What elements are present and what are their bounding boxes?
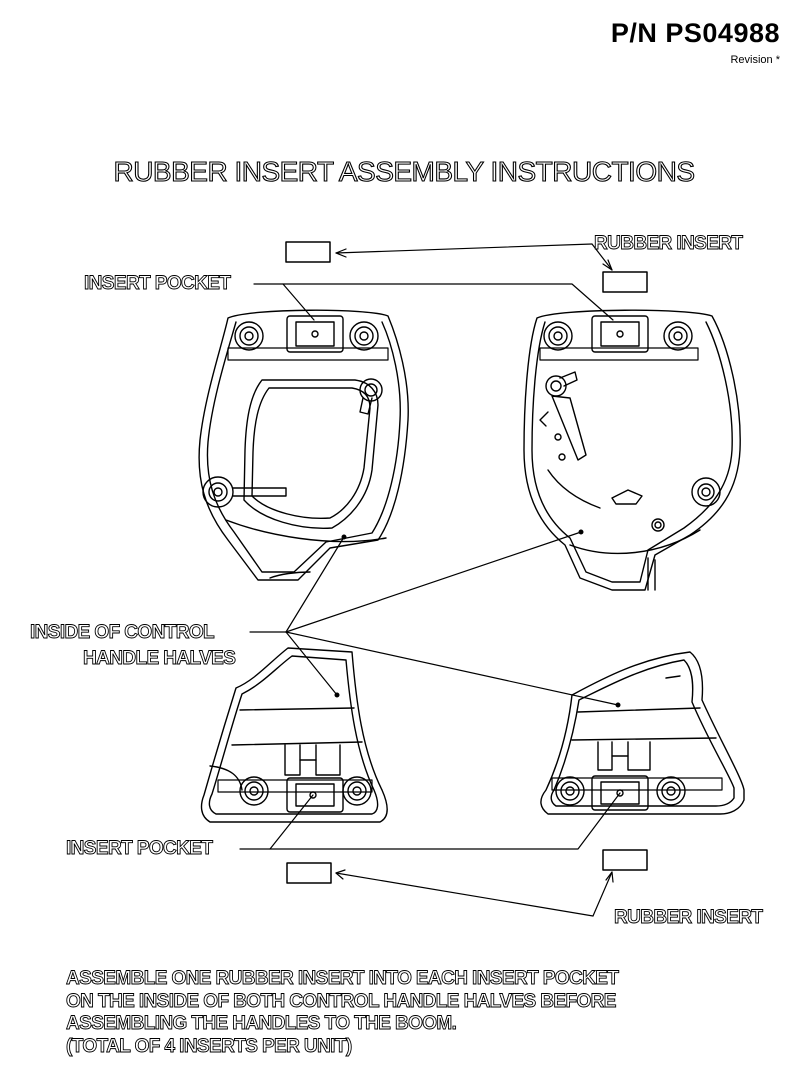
handle-half-top-left <box>198 309 409 581</box>
rubber-insert-label-top: RUBBER INSERT <box>594 233 744 255</box>
instruction-line: (TOTAL OF 4 INSERTS PER UNIT) <box>66 1035 353 1057</box>
leader-lines <box>239 243 621 917</box>
inside-handle-label-line2: HANDLE HALVES <box>83 648 237 670</box>
rubber-insert-bottom-left <box>286 862 332 884</box>
rubber-insert-bottom-right <box>602 849 648 871</box>
assembly-instructions: ASSEMBLE ONE RUBBER INSERT INTO EACH INS… <box>66 968 766 1058</box>
rubber-insert-label-bottom: RUBBER INSERT <box>614 907 764 929</box>
insert-pocket-label-bottom: INSERT POCKET <box>66 838 214 860</box>
rubber-insert-top-right <box>602 271 648 293</box>
handle-half-bottom-right <box>540 651 745 815</box>
page-title: RUBBER INSERT ASSEMBLY INSTRUCTIONS <box>113 155 696 187</box>
revision-label: Revision * <box>730 54 780 66</box>
insert-pocket-label-top: INSERT POCKET <box>84 273 232 295</box>
handle-half-bottom-left <box>200 647 388 823</box>
instruction-line: ASSEMBLE ONE RUBBER INSERT INTO EACH INS… <box>66 968 620 990</box>
handle-half-top-right <box>523 309 741 591</box>
rubber-insert-top-left <box>285 241 331 263</box>
instruction-line: ASSEMBLING THE HANDLES TO THE BOOM. <box>66 1013 458 1035</box>
inside-handle-label-line1: INSIDE OF CONTROL <box>30 622 216 644</box>
instruction-line: ON THE INSIDE OF BOTH CONTROL HANDLE HAL… <box>66 990 617 1012</box>
part-number: P/N PS04988 <box>610 18 780 48</box>
